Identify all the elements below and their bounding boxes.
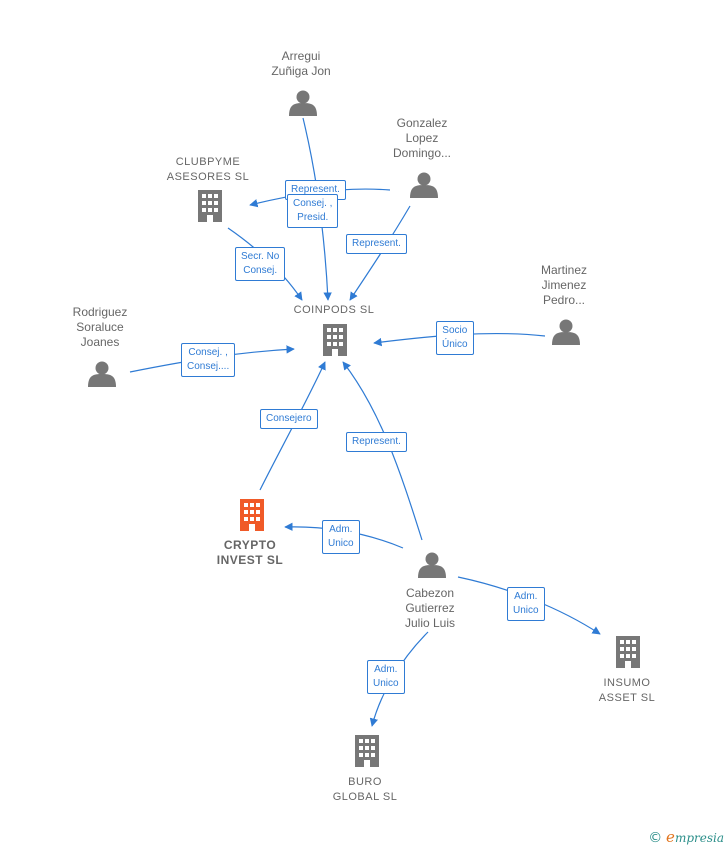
buro-building-icon[interactable] (355, 735, 379, 767)
node-label-gonzalez[interactable]: Gonzalez Lopez Domingo... (392, 116, 452, 160)
edge-label-secr-no-consej[interactable]: Secr. No Consej. (235, 247, 286, 281)
edge-label-adm-unico-insumo[interactable]: Adm. Unico (507, 587, 545, 621)
node-label-cabezon[interactable]: Cabezon Gutierrez Julio Luis (404, 586, 456, 630)
node-label-rodriguez[interactable]: Rodriguez Soraluce Joanes (72, 305, 128, 349)
edge-label-represent-gonzalez[interactable]: Represent. (346, 234, 407, 254)
node-label-insumo[interactable]: INSUMO ASSET SL (598, 677, 656, 704)
cabezon-person-icon[interactable] (418, 552, 446, 579)
coinpods-building-icon[interactable] (323, 324, 347, 356)
node-label-coinpods[interactable]: COINPODS SL (293, 304, 375, 316)
edge-line-gonzalez-coinpods (349, 205, 411, 301)
node-label-martinez[interactable]: Martinez Jimenez Pedro... (540, 263, 588, 307)
edge-label-socio-unico[interactable]: Socio Único (436, 321, 474, 355)
arregui-person-icon[interactable] (289, 90, 317, 117)
node-label-crypto[interactable]: CRYPTO INVEST SL (216, 538, 284, 567)
copyright-icon: © (648, 830, 663, 846)
rodriguez-person-icon[interactable] (88, 361, 116, 388)
edge-label-consejero[interactable]: Consejero (260, 409, 318, 429)
empresia-logo[interactable]: © empresia (648, 828, 724, 846)
node-label-arregui[interactable]: Arregui Zuñiga Jon (271, 49, 331, 78)
gonzalez-person-icon[interactable] (410, 172, 438, 199)
clubpyme-building-icon[interactable] (198, 190, 222, 222)
edge-label-consej-consej[interactable]: Consej. , Consej.... (181, 343, 236, 377)
node-label-clubpyme[interactable]: CLUBPYME ASESORES SL (166, 156, 250, 183)
insumo-building-icon[interactable] (616, 636, 640, 668)
node-label-buro[interactable]: BURO GLOBAL SL (332, 776, 398, 803)
edge-label-represent-cabezon[interactable]: Represent. (346, 432, 407, 452)
edge-label-adm-unico-buro[interactable]: Adm. Unico (367, 660, 405, 694)
edge-label-consej-presid[interactable]: Consej. , Presid. (287, 194, 339, 228)
edge-label-adm-unico-crypto[interactable]: Adm. Unico (322, 520, 360, 554)
martinez-person-icon[interactable] (552, 319, 580, 346)
crypto-building-icon[interactable] (240, 499, 264, 531)
